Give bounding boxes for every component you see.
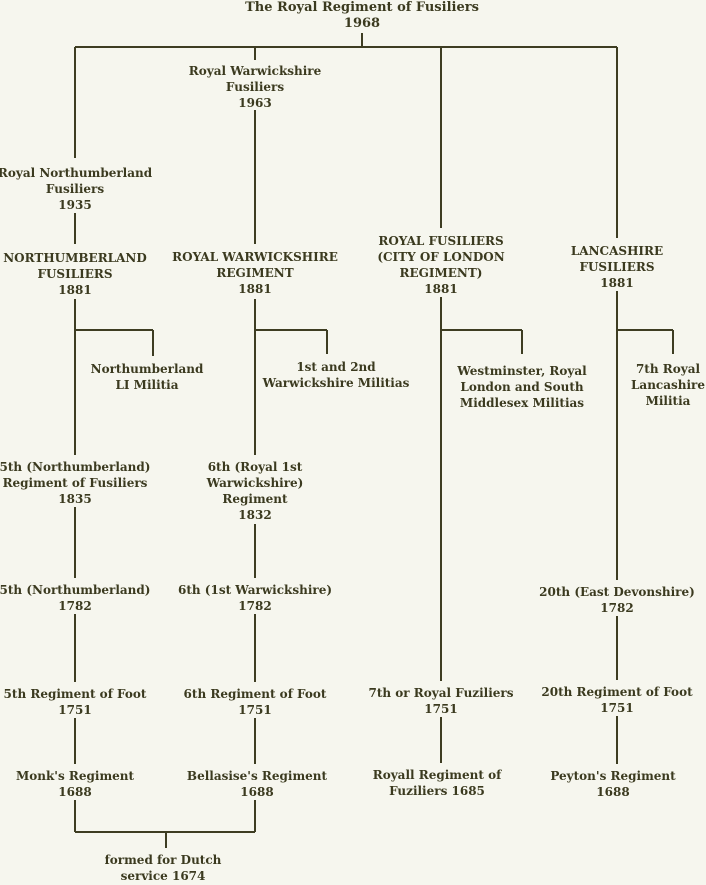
node-royall-regiment-of-fuziliers-1685: Royall Regiment of Fuziliers 1685 [373, 767, 502, 799]
node-line: 1881 [238, 282, 272, 296]
node-northumberland-fusiliers-1881: NORTHUMBERLAND FUSILIERS 1881 [3, 250, 147, 298]
node-line: Fuziliers 1685 [389, 784, 485, 798]
node-line: formed for Dutch [104, 853, 222, 867]
node-line: 1751 [600, 701, 634, 715]
node-formed-for-dutch-service-1674: formed for Dutch service 1674 [105, 852, 222, 884]
node-7th-royal-lancashire-militia: 7th Royal Lancashire Militia [631, 361, 705, 409]
node-line: REGIMENT [216, 266, 294, 280]
node-line: 1782 [238, 599, 272, 613]
node-line: 1751 [238, 703, 272, 717]
node-line: 5th (Northumberland) [0, 460, 151, 474]
node-line: Peyton's Regiment [550, 769, 676, 783]
node-line: REGIMENT) [399, 266, 483, 280]
node-line: Bellasise's Regiment [186, 769, 328, 783]
node-line: LANCASHIRE [570, 244, 664, 258]
node-line: Regiment [222, 492, 288, 506]
node-line: NORTHUMBERLAND [3, 251, 147, 265]
node-line: Royall Regiment of [372, 768, 502, 782]
node-line: 7th Royal [635, 362, 701, 376]
node-line: FUSILIERS [579, 260, 655, 274]
node-line: Northumberland [90, 362, 204, 376]
node-royal-fusiliers-city-of-london-1881: ROYAL FUSILIERS (CITY OF LONDON REGIMENT… [377, 233, 504, 297]
node-royal-northumberland-fusiliers-1935: Royal Northumberland Fusiliers 1935 [0, 165, 152, 213]
node-line: 1st and 2nd [296, 360, 376, 374]
node-line: 20th (East Devonshire) [539, 585, 695, 599]
node-bellasises-regiment-1688: Bellasise's Regiment 1688 [187, 768, 327, 800]
node-line: 7th or Royal Fuziliers [368, 686, 514, 700]
node-line: ROYAL FUSILIERS [378, 234, 504, 248]
node-line: The Royal Regiment of Fusiliers [245, 0, 479, 15]
node-6th-1st-warwickshire-1782: 6th (1st Warwickshire) 1782 [178, 582, 332, 614]
node-line: 1881 [58, 283, 92, 297]
node-northumberland-li-militia: Northumberland LI Militia [91, 361, 204, 393]
node-line: 1968 [343, 16, 381, 31]
node-line: 1835 [58, 492, 92, 506]
node-warwickshire-militias: 1st and 2nd Warwickshire Militias [263, 359, 410, 391]
node-line: 6th (1st Warwickshire) [177, 583, 333, 597]
node-line: 1688 [596, 785, 630, 799]
node-line: 1782 [58, 599, 92, 613]
node-line: 1688 [58, 785, 92, 799]
node-line: Fusiliers [45, 182, 105, 196]
node-line: LI Militia [115, 378, 179, 392]
node-line: 5th (Northumberland) [0, 583, 151, 597]
node-line: Lancashire [630, 378, 706, 392]
node-line: 1935 [58, 198, 92, 212]
node-5th-northumberland-regiment-of-fusiliers-1835: 5th (Northumberland) Regiment of Fusilie… [0, 459, 150, 507]
node-20th-regiment-of-foot-1751: 20th Regiment of Foot 1751 [541, 684, 692, 716]
node-peytons-regiment-1688: Peyton's Regiment 1688 [550, 768, 675, 800]
node-line: London and South [460, 380, 584, 394]
node-line: 6th (Royal 1st [207, 460, 303, 474]
node-line: Middlesex Militias [459, 396, 585, 410]
node-line: 1782 [600, 601, 634, 615]
node-monks-regiment-1688: Monk's Regiment 1688 [16, 768, 134, 800]
node-line: 1751 [58, 703, 92, 717]
node-line: Militia [645, 394, 691, 408]
node-line: 1963 [238, 96, 272, 110]
node-line: (CITY OF LONDON [377, 250, 505, 264]
node-line: Fusiliers [225, 80, 285, 94]
node-line: Regiment of Fusiliers [2, 476, 148, 490]
node-line: 1881 [600, 276, 634, 290]
node-6th-royal-1st-warwickshire-regiment-1832: 6th (Royal 1st Warwickshire) Regiment 18… [207, 459, 304, 523]
node-royal-warwickshire-regiment-1881: ROYAL WARWICKSHIRE REGIMENT 1881 [172, 249, 338, 297]
node-line: 1751 [424, 702, 458, 716]
node-line: Royal Northumberland [0, 166, 153, 180]
node-line: 1688 [240, 785, 274, 799]
node-line: 6th Regiment of Foot [183, 687, 327, 701]
node-line: ROYAL WARWICKSHIRE [172, 250, 338, 264]
node-lancashire-fusiliers-1881: LANCASHIRE FUSILIERS 1881 [571, 243, 663, 291]
node-line: Monk's Regiment [15, 769, 135, 783]
node-7th-or-royal-fuziliers-1751: 7th or Royal Fuziliers 1751 [369, 685, 514, 717]
node-line: 1881 [424, 282, 458, 296]
node-line: Westminster, Royal [457, 364, 587, 378]
node-5th-regiment-of-foot-1751: 5th Regiment of Foot 1751 [4, 686, 147, 718]
node-20th-east-devonshire-1782: 20th (East Devonshire) 1782 [539, 584, 695, 616]
node-line: 1832 [238, 508, 272, 522]
node-line: Royal Warwickshire [188, 64, 322, 78]
node-line: 5th Regiment of Foot [3, 687, 147, 701]
node-line: service 1674 [120, 869, 206, 883]
node-line: 20th Regiment of Foot [541, 685, 693, 699]
node-6th-regiment-of-foot-1751: 6th Regiment of Foot 1751 [184, 686, 327, 718]
node-line: Warwickshire Militias [262, 376, 410, 390]
node-line: Warwickshire) [206, 476, 304, 490]
node-line: FUSILIERS [37, 267, 113, 281]
node-royal-warwickshire-fusiliers-1963: Royal Warwickshire Fusiliers 1963 [189, 63, 322, 111]
node-5th-northumberland-1782: 5th (Northumberland) 1782 [0, 582, 150, 614]
node-westminster-london-middlesex-militias: Westminster, Royal London and South Midd… [457, 363, 586, 411]
node-royal-regiment-of-fusiliers-1968: The Royal Regiment of Fusiliers 1968 [245, 0, 479, 32]
